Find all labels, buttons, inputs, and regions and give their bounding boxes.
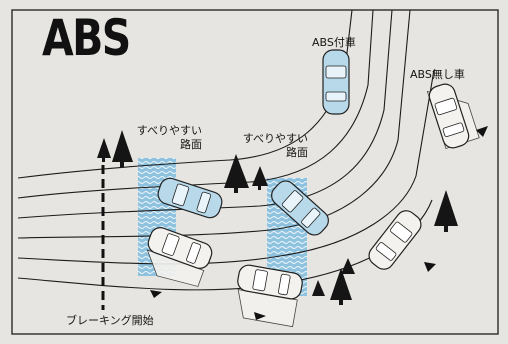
abs-car-label: ABS付車: [312, 36, 356, 49]
diagram-title: ABS: [42, 9, 131, 67]
braking-start-label: ブレーキング開始: [66, 314, 154, 327]
car-top-view-icon: [146, 83, 480, 328]
skid-arrow-icon: [150, 126, 488, 320]
car-top-view-icon: [157, 49, 350, 236]
frame-border: [11, 9, 499, 335]
slippery-surface-label-1: すべりやすい 路面: [136, 124, 202, 151]
tree-icon: [97, 130, 458, 305]
slippery-surface-label-2: すべりやすい 路面: [242, 132, 308, 159]
no-abs-car-label: ABS無し車: [410, 68, 465, 81]
